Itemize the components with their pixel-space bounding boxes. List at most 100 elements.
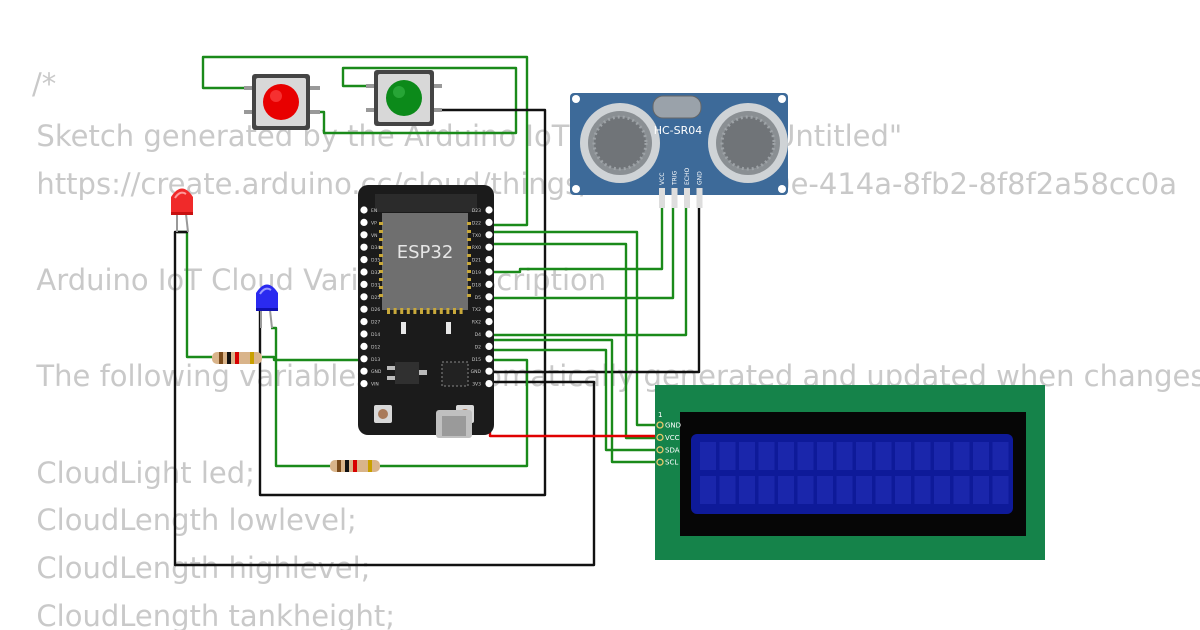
wire-green (380, 358, 529, 468)
esp32-left-pin[interactable] (360, 268, 368, 276)
wire-red (488, 382, 655, 438)
esp32-right-pin[interactable] (485, 355, 493, 363)
esp32-left-pin-label: D33 (371, 282, 380, 288)
lcd-pin[interactable] (656, 458, 664, 466)
esp32-right-pin[interactable] (485, 330, 493, 338)
sensor-pin[interactable] (696, 188, 703, 208)
esp32-left-pin-label: EN (371, 208, 377, 214)
esp32-right-pin[interactable] (485, 293, 493, 301)
esp32-left-pin[interactable] (360, 367, 368, 375)
sensor-pin-label: GND (697, 171, 704, 185)
esp32-left-pin[interactable] (360, 380, 368, 388)
esp32-right-pin-label: D18 (472, 282, 481, 288)
esp32-right-pin-label: GND (471, 369, 482, 375)
lcd-pin-label: VCC (665, 434, 680, 442)
lcd-pin-label: SDA (665, 446, 680, 454)
esp32-left-pin-label: D35 (371, 258, 380, 264)
wire-green (494, 195, 688, 337)
esp32-right-pin[interactable] (485, 218, 493, 226)
esp32-label: ESP32 (397, 242, 454, 263)
esp32-board[interactable]: ESP32 ENVPVND34D35D32D33D25D26D27D14D12D… (358, 185, 494, 438)
esp32-left-pin[interactable] (360, 256, 368, 264)
esp32-right-pin-label: 3V3 (472, 382, 481, 388)
wire-green (494, 230, 655, 427)
wire-green (320, 66, 518, 135)
esp32-right-pin-label: D21 (472, 258, 481, 264)
wire-green (494, 338, 655, 464)
esp32-right-pin-label: D23 (472, 208, 481, 214)
esp32-right-pin-label: D4 (475, 332, 481, 338)
esp32-left-pin[interactable] (360, 305, 368, 313)
wires (173, 55, 701, 567)
esp32-left-pin[interactable] (360, 231, 368, 239)
esp32-right-pin-label: TX0 (471, 233, 481, 239)
esp32-right-pin[interactable] (485, 280, 493, 288)
wire-green (262, 355, 363, 362)
esp32-right-pin-label: RX2 (472, 320, 481, 326)
red-pushbutton[interactable] (244, 74, 320, 130)
esp32-right-pin[interactable] (485, 380, 493, 388)
wire-green (177, 230, 212, 359)
sensor-pin-label: VCC (659, 173, 666, 185)
sensor-pin[interactable] (659, 188, 665, 208)
lcd-pin[interactable] (656, 433, 664, 442)
esp32-left-pin-label: VN (371, 233, 377, 239)
esp32-right-pin[interactable] (485, 268, 493, 276)
blue-led (256, 284, 278, 329)
esp32-left-pin[interactable] (360, 243, 368, 251)
esp32-left-pin-label: GND (371, 369, 382, 375)
esp32-right-pin-label: D22 (472, 220, 481, 226)
esp32-left-pin[interactable] (360, 293, 368, 301)
sensor-pin-label: TRIG (672, 170, 679, 186)
esp32-left-pin-label: D34 (371, 245, 380, 251)
esp32-right-pin[interactable] (485, 243, 493, 251)
esp32-left-pin-label: D32 (371, 270, 380, 276)
esp32-right-pin[interactable] (485, 367, 493, 375)
esp32-right-pin[interactable] (485, 342, 493, 350)
esp32-right-pin[interactable] (485, 256, 493, 264)
esp32-left-pin[interactable] (360, 218, 368, 226)
wire-green (494, 348, 655, 452)
hc-sr04-sensor[interactable]: HC-SR04 VCC TRIG ECHO GND (570, 93, 788, 208)
sensor-pin[interactable] (671, 188, 678, 208)
lcd-pin[interactable] (656, 421, 664, 429)
resistor-1 (212, 352, 262, 364)
sensor-label: HC-SR04 (654, 124, 703, 137)
esp32-left-pin[interactable] (360, 342, 368, 350)
esp32-left-pin-label: D13 (371, 357, 380, 363)
esp32-left-pin[interactable] (360, 318, 368, 326)
green-pushbutton[interactable] (366, 70, 442, 126)
esp32-left-pin[interactable] (360, 206, 368, 214)
esp32-right-pin[interactable] (485, 318, 493, 326)
esp32-left-pin[interactable] (360, 330, 368, 338)
wire-green (494, 242, 655, 440)
wire-green (494, 195, 664, 274)
wire-green (494, 195, 675, 300)
esp32-left-pin[interactable] (360, 355, 368, 363)
esp32-right-pin[interactable] (485, 305, 493, 313)
esp32-left-pin-label: D14 (371, 332, 380, 338)
lcd-pin-label: GND (665, 422, 681, 430)
esp32-left-pin[interactable] (360, 280, 368, 288)
esp32-right-pin-label: RX0 (472, 245, 481, 251)
wire-green (201, 55, 529, 227)
lcd-pin-label: SCL (665, 459, 678, 467)
esp32-right-pin[interactable] (485, 231, 493, 239)
sensor-pin-label: ECHO (684, 168, 691, 185)
esp32-right-pin-label: D5 (475, 295, 481, 301)
esp32-right-pin-label: TX2 (471, 307, 481, 313)
esp32-right-pin[interactable] (485, 206, 493, 214)
wire-black (258, 108, 547, 497)
resistor-2 (330, 460, 380, 472)
lcd-pin[interactable] (656, 446, 664, 454)
esp32-left-pin-label: VP (371, 220, 377, 226)
esp32-right-pin-label: D2 (475, 344, 481, 350)
esp32-left-pin-label: D27 (371, 320, 380, 326)
esp32-right-pin-label: D19 (472, 270, 481, 276)
esp32-left-pin-label: D25 (371, 295, 380, 301)
sensor-pin[interactable] (684, 188, 690, 208)
red-led (171, 188, 193, 233)
wire-green (271, 326, 330, 468)
